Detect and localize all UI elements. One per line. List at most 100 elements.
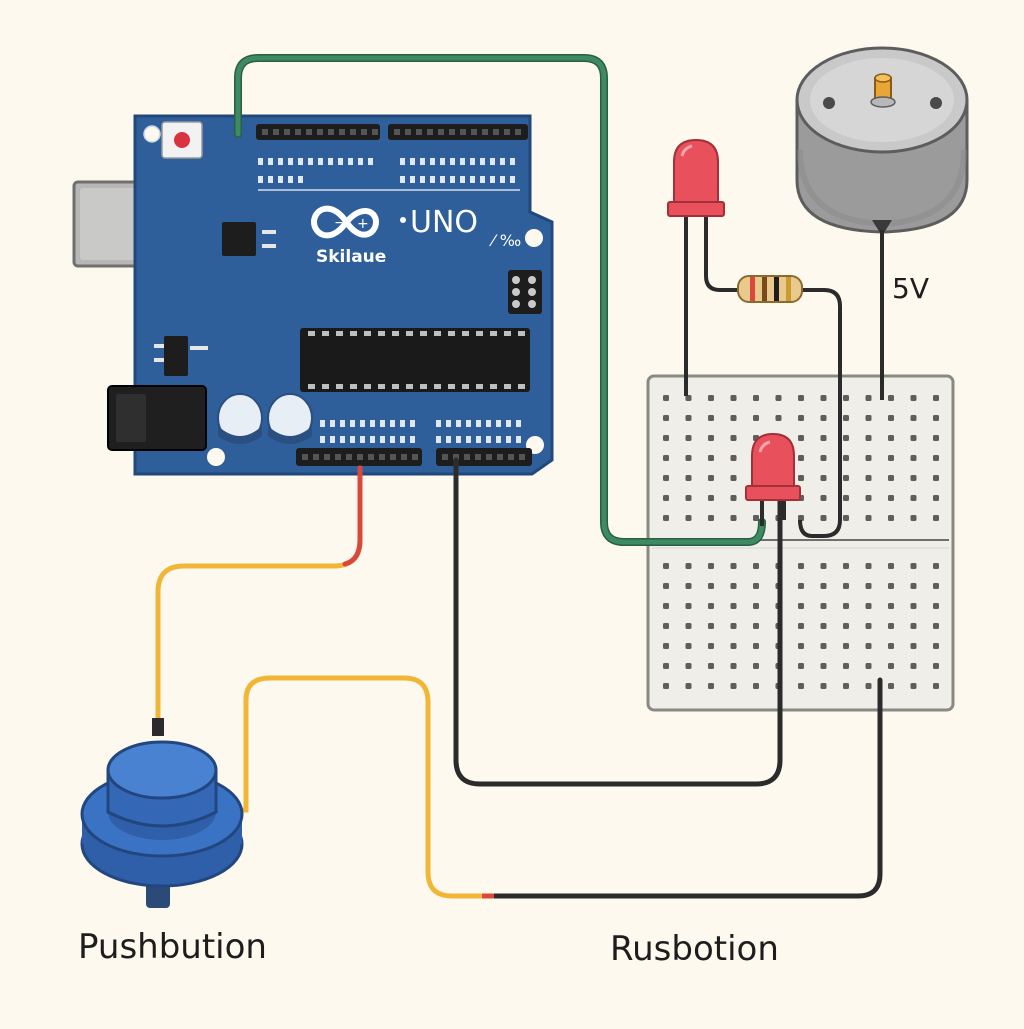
breadboard-hole: [865, 583, 872, 589]
breadboard-hole: [865, 683, 872, 689]
header-pin: [493, 129, 499, 135]
breadboard-hole: [888, 495, 894, 501]
breadboard-led-icon: [745, 432, 801, 526]
chip-pin: [406, 384, 413, 389]
breadboard-hole: [708, 435, 714, 441]
chip-pin: [364, 331, 371, 336]
breadboard-hole: [865, 455, 872, 461]
breadboard-hole: [910, 583, 917, 589]
breadboard-hole: [753, 623, 759, 629]
svg-text:+: +: [357, 216, 369, 232]
breadboard-hole: [843, 683, 849, 689]
silkscreen-mark: [420, 158, 425, 165]
header-pin: [324, 454, 330, 460]
breadboard-hole: [663, 643, 669, 649]
breadboard-hole: [888, 683, 894, 689]
breadboard-hole: [843, 663, 849, 669]
breadboard-hole: [685, 623, 692, 629]
breadboard-hole: [910, 643, 917, 649]
breadboard-hole: [888, 623, 894, 629]
breadboard-hole: [730, 435, 737, 441]
arduino-board: − + UNO Skilaue ⁄ ‰: [72, 114, 554, 476]
breadboard-hole: [910, 623, 917, 629]
breadboard-hole: [753, 395, 759, 401]
breadboard-hole: [753, 583, 759, 589]
breadboard-hole: [730, 515, 737, 521]
header-pin: [427, 129, 433, 135]
silkscreen-mark: [268, 158, 273, 165]
header-pin: [372, 129, 378, 135]
chip-pin: [476, 384, 483, 389]
header-pin: [335, 454, 341, 460]
breadboard-hole: [820, 643, 827, 649]
header-pin: [405, 129, 411, 135]
breadboard-hole: [843, 515, 849, 521]
chip-pin: [476, 331, 483, 336]
chip-pin: [448, 331, 455, 336]
breadboard-hole: [685, 603, 692, 609]
header-pin: [394, 129, 400, 135]
breadboard-hole: [910, 435, 917, 441]
silkscreen-mark: [390, 420, 395, 427]
breadboard-hole: [730, 623, 737, 629]
breadboard-hole: [798, 395, 804, 401]
breadboard-hole: [910, 395, 917, 401]
breadboard-hole: [798, 563, 804, 569]
silkscreen-mark: [400, 176, 405, 183]
breadboard-hole: [910, 495, 917, 501]
silkscreen-mark: [516, 436, 521, 443]
silkscreen-mark: [360, 420, 365, 427]
breadboard-hole: [663, 475, 669, 481]
small-regulator-icon: [154, 336, 208, 376]
breadboard-hole: [820, 583, 827, 589]
silkscreen-mark: [358, 158, 363, 165]
silkscreen-mark: [460, 158, 465, 165]
chip-pin: [364, 384, 371, 389]
silkscreen-mark: [510, 158, 515, 165]
header-pin: [379, 454, 385, 460]
header-pin: [401, 454, 407, 460]
header-pin: [504, 129, 510, 135]
breadboard-hole: [685, 435, 692, 441]
silkscreen-mark: [278, 176, 283, 183]
header-pin: [482, 129, 488, 135]
silkscreen-mark: [328, 158, 333, 165]
wire-yellow-bottom: [237, 675, 491, 899]
header-pin: [486, 454, 492, 460]
breadboard-hole: [730, 583, 737, 589]
breadboard-hole: [708, 515, 714, 521]
silkscreen-mark: [500, 158, 505, 165]
breadboard-hole: [685, 583, 692, 589]
breadboard-hole: [753, 643, 759, 649]
breadboard-hole: [865, 563, 872, 569]
silkscreen-mark: [476, 420, 481, 427]
breadboard-hole: [708, 455, 714, 461]
silkscreen-mark: [288, 158, 293, 165]
silkscreen-mark: [440, 176, 445, 183]
wire-black-main: [453, 457, 783, 787]
header-pin: [416, 129, 422, 135]
breadboard-hole: [663, 515, 669, 521]
breadboard-hole: [775, 415, 782, 421]
header-pin: [453, 454, 459, 460]
breadboard-hole: [685, 475, 692, 481]
breadboard-hole: [820, 563, 827, 569]
breadboard-hole: [798, 455, 804, 461]
breadboard-hole: [798, 475, 804, 481]
header-pin: [357, 454, 363, 460]
header-pin: [497, 454, 503, 460]
digital-header-right: [388, 124, 528, 140]
breadboard-hole: [865, 435, 872, 441]
mount-hole: [207, 448, 225, 466]
breadboard-hole: [933, 563, 939, 569]
header-pin: [412, 454, 418, 460]
board-sub-text: Skilaue: [316, 247, 386, 267]
wire-black-bottom: [485, 677, 883, 899]
breadboard-hole: [843, 603, 849, 609]
breadboard-hole: [888, 415, 894, 421]
breadboard-hole: [663, 455, 669, 461]
header-pin: [302, 454, 308, 460]
chip-pin: [392, 384, 399, 389]
breadboard-hole: [730, 603, 737, 609]
